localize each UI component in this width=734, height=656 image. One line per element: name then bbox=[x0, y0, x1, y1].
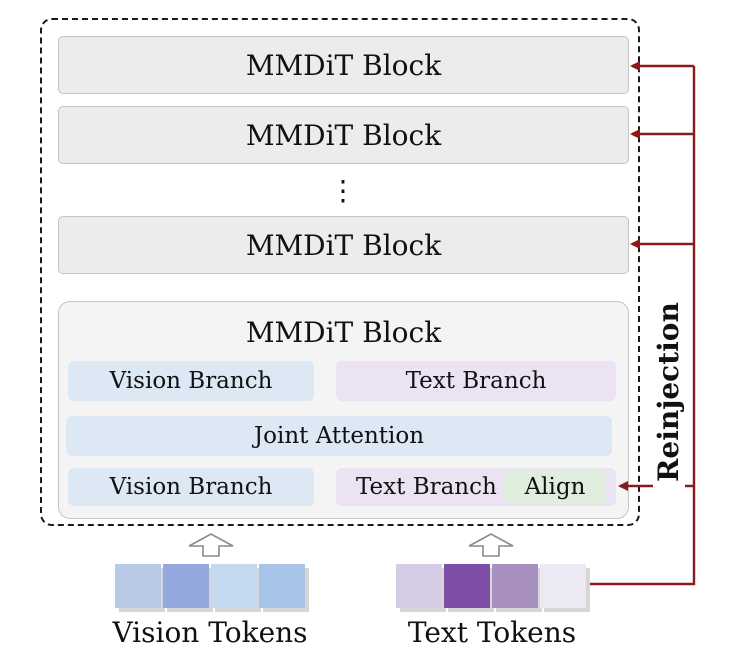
vision-tokens-label: Vision Tokens bbox=[112, 616, 308, 649]
joint-attention-label: Joint Attention bbox=[253, 423, 425, 449]
reinjection-line bbox=[588, 66, 696, 586]
mmdit-block-3-label: MMDiT Block bbox=[245, 228, 442, 262]
vision-token-3 bbox=[211, 564, 257, 608]
vision-branch-top: Vision Branch bbox=[68, 361, 314, 401]
text-token-1 bbox=[396, 564, 442, 608]
ellipsis: ⋮ bbox=[318, 177, 368, 216]
text-branch-top-label: Text Branch bbox=[405, 368, 547, 394]
model-container bbox=[40, 18, 640, 526]
vision-token-2 bbox=[163, 564, 209, 608]
text-token-3 bbox=[492, 564, 538, 608]
vision-input-arrow bbox=[188, 533, 234, 557]
align-module: Align bbox=[504, 470, 606, 504]
text-input-arrow bbox=[468, 533, 514, 557]
text-token-2 bbox=[444, 564, 490, 608]
mmdit-block-1: MMDiT Block bbox=[58, 36, 629, 94]
vision-branch-top-label: Vision Branch bbox=[109, 368, 273, 394]
text-branch-top: Text Branch bbox=[336, 361, 616, 401]
reinjection-text: Reinjection bbox=[652, 302, 685, 482]
reinjection-label: Reinjection bbox=[652, 292, 685, 492]
ellipsis-glyph: ⋮ bbox=[329, 174, 357, 207]
text-branch-bottom-label: Text Branch bbox=[356, 474, 497, 500]
mmdit-block-2: MMDiT Block bbox=[58, 106, 629, 164]
text-token-4 bbox=[540, 564, 586, 608]
vision-branch-bottom: Vision Branch bbox=[68, 468, 314, 506]
mmdit-block-detail-title: MMDiT Block bbox=[245, 316, 442, 349]
text-tokens-label: Text Tokens bbox=[407, 616, 577, 649]
vision-token-4 bbox=[259, 564, 305, 608]
align-label: Align bbox=[524, 474, 586, 500]
mmdit-block-3: MMDiT Block bbox=[58, 216, 629, 274]
vision-branch-bottom-label: Vision Branch bbox=[109, 474, 273, 500]
joint-attention: Joint Attention bbox=[66, 416, 612, 456]
mmdit-block-2-label: MMDiT Block bbox=[245, 118, 442, 152]
vision-token-1 bbox=[115, 564, 161, 608]
mmdit-block-1-label: MMDiT Block bbox=[245, 48, 442, 82]
